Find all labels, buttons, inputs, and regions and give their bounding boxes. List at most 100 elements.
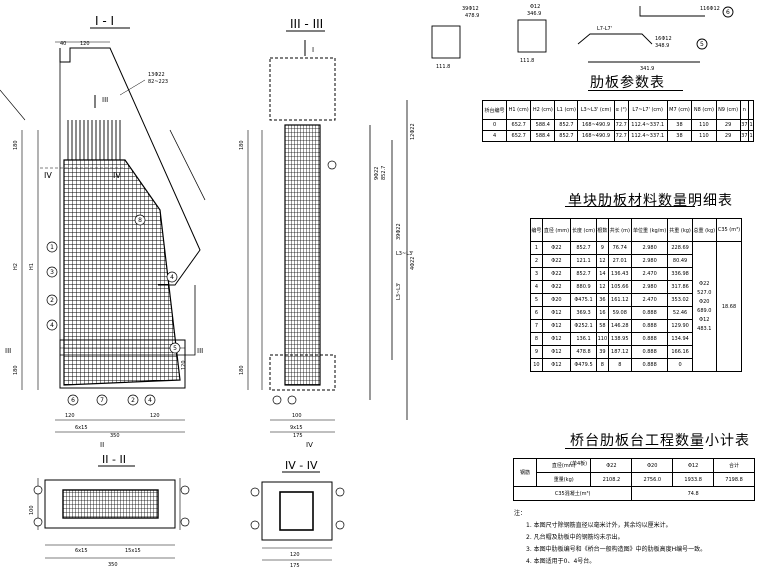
table2-header-cell: 共重 (kg) bbox=[667, 218, 693, 242]
table2-cell: 7 bbox=[530, 319, 543, 333]
table2-cell: Φ12 bbox=[541, 306, 572, 320]
svg-text:6: 6 bbox=[726, 9, 730, 16]
svg-text:II: II bbox=[100, 441, 104, 449]
note-item: 2. 凡台帽及肋板中的钢筋均未示出。 bbox=[526, 534, 624, 541]
table2-cell: 8 bbox=[607, 358, 632, 372]
top-callout-1: 39Φ12 bbox=[462, 6, 479, 12]
table2-cell: 353.02 bbox=[667, 293, 693, 307]
svg-text:9Φ22: 9Φ22 bbox=[374, 167, 380, 180]
table2-cell: 880.9 bbox=[570, 280, 597, 294]
table1-cell: 0 bbox=[481, 119, 508, 131]
table2-cell: 2.980 bbox=[630, 280, 669, 294]
table2-header-cell: 总重 (kg) bbox=[691, 218, 717, 242]
svg-text:16Φ12: 16Φ12 bbox=[655, 36, 672, 42]
table2-cell: 0.888 bbox=[630, 319, 669, 333]
svg-text:III - III: III - III bbox=[290, 17, 323, 31]
table2-cell: Φ22 bbox=[541, 241, 572, 255]
svg-text:4: 4 bbox=[148, 397, 152, 404]
table1-cell: 852.7 bbox=[554, 119, 579, 131]
table1-cell: 38 bbox=[666, 130, 693, 142]
svg-text:8: 8 bbox=[138, 217, 142, 224]
svg-text:12Φ22: 12Φ22 bbox=[410, 123, 416, 140]
table1-header-cell: M7 (cm) bbox=[666, 100, 693, 120]
table1-header-cell bbox=[748, 100, 754, 120]
svg-text:180: 180 bbox=[239, 140, 245, 150]
table1-cell: 38 bbox=[666, 119, 693, 131]
table2-cell: Φ252.1 bbox=[570, 319, 597, 333]
svg-text:350: 350 bbox=[108, 562, 118, 568]
table2-cell: 2.980 bbox=[630, 254, 669, 268]
svg-text:852.7: 852.7 bbox=[381, 166, 387, 180]
table1-cell: 652.7 bbox=[506, 119, 532, 131]
table2-cell: 2.980 bbox=[630, 241, 669, 255]
table2-cell: 8 bbox=[595, 358, 609, 372]
total-weight-value: Φ12 bbox=[699, 316, 710, 323]
svg-text:13Φ22: 13Φ22 bbox=[148, 72, 165, 78]
table1-cell: 29 bbox=[715, 130, 741, 142]
svg-text:III: III bbox=[197, 347, 203, 355]
table2-cell: 852.7 bbox=[570, 267, 597, 281]
table2-cell: Φ12 bbox=[541, 332, 572, 346]
table1-cell: 168~490.9 bbox=[577, 119, 615, 131]
table2-cell: 369.3 bbox=[570, 306, 597, 320]
svg-text:180: 180 bbox=[239, 365, 245, 375]
note-item: 3. 本图中肋板编号和《桥台一般构造图》中的肋板高度H编号一致。 bbox=[526, 546, 707, 553]
table2-cell: 12 bbox=[595, 254, 609, 268]
svg-text:2: 2 bbox=[50, 297, 54, 304]
table2-cell: 58 bbox=[595, 319, 609, 333]
notes: 注： 1. 本图尺寸除钢筋直径以毫米计外，其余均以厘米计。 2. 凡台帽及肋板中… bbox=[514, 508, 754, 568]
svg-text:120: 120 bbox=[290, 552, 300, 558]
svg-text:1: 1 bbox=[50, 244, 54, 251]
table1-header-cell: 桥台编号 bbox=[481, 100, 508, 120]
svg-text:4: 4 bbox=[170, 274, 174, 281]
table2-cell: 134.94 bbox=[667, 332, 693, 346]
svg-text:341.9: 341.9 bbox=[640, 66, 654, 72]
section-II-II: II - II 100 6x15 15x15 350 bbox=[29, 453, 190, 568]
table2-cell: Φ22 bbox=[541, 254, 572, 268]
table1-header-cell: N8 (cm) bbox=[691, 100, 717, 120]
table2-cell: Φ22 bbox=[541, 280, 572, 294]
svg-text:3: 3 bbox=[50, 269, 54, 276]
svg-text:2: 2 bbox=[131, 397, 135, 404]
svg-text:100: 100 bbox=[292, 413, 302, 419]
svg-text:4Φ22: 4Φ22 bbox=[410, 257, 416, 270]
table2-cell: 2 bbox=[530, 254, 543, 268]
table3-rowhead: 钢筋 bbox=[513, 458, 537, 487]
note-item: 1. 本图尺寸除钢筋直径以毫米计外，其余均以厘米计。 bbox=[526, 522, 672, 529]
svg-text:L3~L3': L3~L3' bbox=[396, 251, 414, 257]
table2-cell: Φ12 bbox=[541, 358, 572, 372]
svg-text:120: 120 bbox=[181, 360, 187, 370]
table1-header-cell: L3~L3' (cm) bbox=[577, 100, 615, 120]
table2-cell: Φ12 bbox=[541, 345, 572, 359]
svg-text:111.8: 111.8 bbox=[436, 64, 450, 70]
svg-text:120: 120 bbox=[80, 41, 90, 47]
table2-cell: 14 bbox=[595, 267, 609, 281]
table2-cell: 0.888 bbox=[630, 332, 669, 346]
table2-cell: 146.28 bbox=[607, 319, 632, 333]
table1-cell: 29 bbox=[715, 119, 741, 131]
svg-text:346.9: 346.9 bbox=[527, 11, 541, 17]
table2-cell: Φ20 bbox=[541, 293, 572, 307]
table2-cell: 136.1 bbox=[570, 332, 597, 346]
table2-cell: 0.888 bbox=[630, 358, 669, 372]
svg-text:120: 120 bbox=[150, 413, 160, 419]
bar-shapes bbox=[169, 100, 408, 420]
table2-header-cell: C35 (m³) bbox=[715, 218, 743, 242]
table2-cell: 228.69 bbox=[667, 241, 693, 255]
table2-cell: 12 bbox=[595, 280, 609, 294]
section-IV-IV: IV - IV 120 175 bbox=[250, 459, 345, 569]
table2-header-cell: 单位重 (kg/m) bbox=[630, 218, 669, 242]
table1-header-cell: n bbox=[739, 100, 750, 120]
table1-cell: 37 bbox=[739, 130, 750, 142]
section-I-I: I - I 180 H1 H2 180 120 40 1 bbox=[0, 14, 203, 449]
svg-text:III: III bbox=[102, 96, 108, 104]
table2-cell: 852.7 bbox=[570, 241, 597, 255]
svg-text:I: I bbox=[312, 46, 314, 54]
table2-cell: 9 bbox=[530, 345, 543, 359]
table2-cell: 0.888 bbox=[630, 306, 669, 320]
